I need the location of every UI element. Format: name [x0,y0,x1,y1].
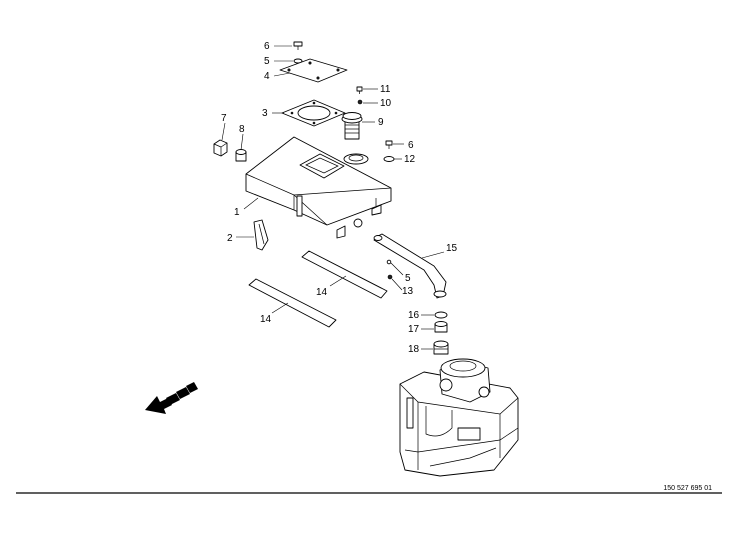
leader-14-lower [271,302,289,314]
callout-6-top: 6 [264,41,270,52]
callout-17: 17 [408,324,420,335]
part-4-cover-plate [279,58,348,83]
callout-11: 11 [380,84,391,95]
leader-1 [243,197,259,210]
part-10-washer [357,99,363,105]
callout-16: 16 [408,310,420,321]
callout-9: 9 [378,117,384,128]
callout-14-upper: 14 [316,287,328,298]
callout-14-lower: 14 [260,314,272,325]
direction-arrow [145,382,198,414]
callout-7: 7 [221,113,227,124]
callout-5-top: 5 [264,56,270,67]
leader-5-lower [390,262,404,276]
part-7-nut [213,139,228,157]
part-3-gasket [281,99,346,127]
leader-13 [391,278,403,291]
part-17-fitting [434,321,448,333]
part-12-washer [383,156,395,162]
part-14-pad-upper [301,250,388,299]
part-13-nut [387,274,393,280]
callout-5-lower: 5 [405,273,411,284]
part-11-screw [356,86,363,94]
part-2-bracket [253,219,269,251]
callout-4: 4 [264,71,270,82]
callout-18: 18 [408,344,420,355]
part-18-adapter [433,340,449,355]
reservoir-assembly [399,358,519,477]
callout-3: 3 [262,108,268,119]
callout-15: 15 [446,243,458,254]
part-9-filler-cap [341,112,363,140]
part-5-washer-lower [386,259,392,265]
callout-12: 12 [404,154,416,165]
callout-6-right: 6 [408,140,414,151]
callout-2: 2 [227,233,233,244]
part-16-o-ring [434,311,448,319]
part-6-screw-right [385,140,393,149]
drawing-number: 150 527 695 01 [663,485,712,492]
callout-1: 1 [234,207,240,218]
part-15-hose [373,233,447,299]
leader-14-upper [329,275,347,287]
callout-10: 10 [380,98,392,109]
callout-13: 13 [402,286,414,297]
leader-4 [273,72,291,77]
part-8-bushing [235,149,247,162]
part-1-tank [245,136,392,239]
leader-7 [221,122,226,141]
part-6-screw-top [293,41,303,50]
part-14-pad-lower [248,278,337,328]
leader-15 [421,251,445,259]
leader-8 [240,133,244,151]
callout-8: 8 [239,124,245,135]
